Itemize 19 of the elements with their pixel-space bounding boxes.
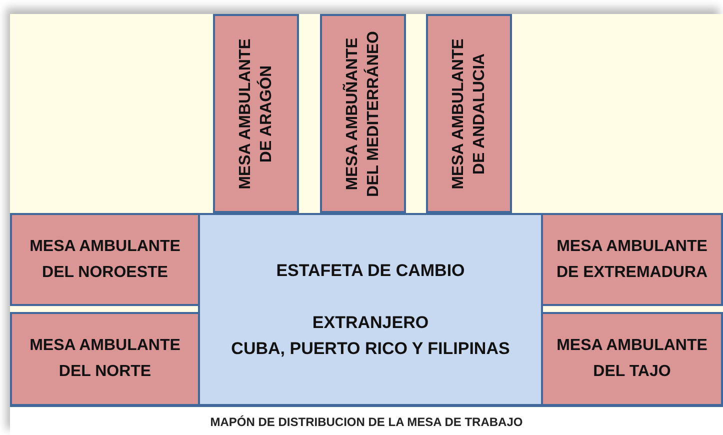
box-label: MESA AMBULANTE DE ARAGÓN: [236, 37, 276, 191]
desk-box: [320, 14, 406, 213]
desk-box: [541, 213, 723, 306]
desk-box: [213, 14, 299, 213]
desk-box: [426, 14, 512, 213]
box-label: MESA AMBULANTE DE ANDALUCIA: [449, 37, 489, 191]
box-label: MESA AMBUÑANTE DEL MEDITERRÁNEO: [342, 30, 383, 198]
box-label: MESA AMBULANTE DEL NORTE: [28, 336, 182, 382]
box-label: MESA AMBULANTE DEL NOROESTE: [28, 236, 182, 282]
exchange-office-box: [198, 213, 543, 406]
box-label: EXTRANJERO: [312, 312, 429, 334]
desk-box: [10, 312, 200, 406]
box-label: CUBA, PUERTO RICO Y FILIPINAS: [231, 338, 510, 360]
desk-box: [10, 213, 200, 306]
desk-box: [541, 312, 723, 406]
box-label: ESTAFETA DE CAMBIO: [276, 260, 465, 282]
box-label: MESA AMBULANTE DE EXTREMADURA: [555, 236, 709, 282]
caption: MAPÓN DE DISTRIBUCION DE LA MESA DE TRABAJO: [210, 415, 523, 429]
box-label: MESA AMBULANTE DEL TAJO: [556, 336, 708, 382]
